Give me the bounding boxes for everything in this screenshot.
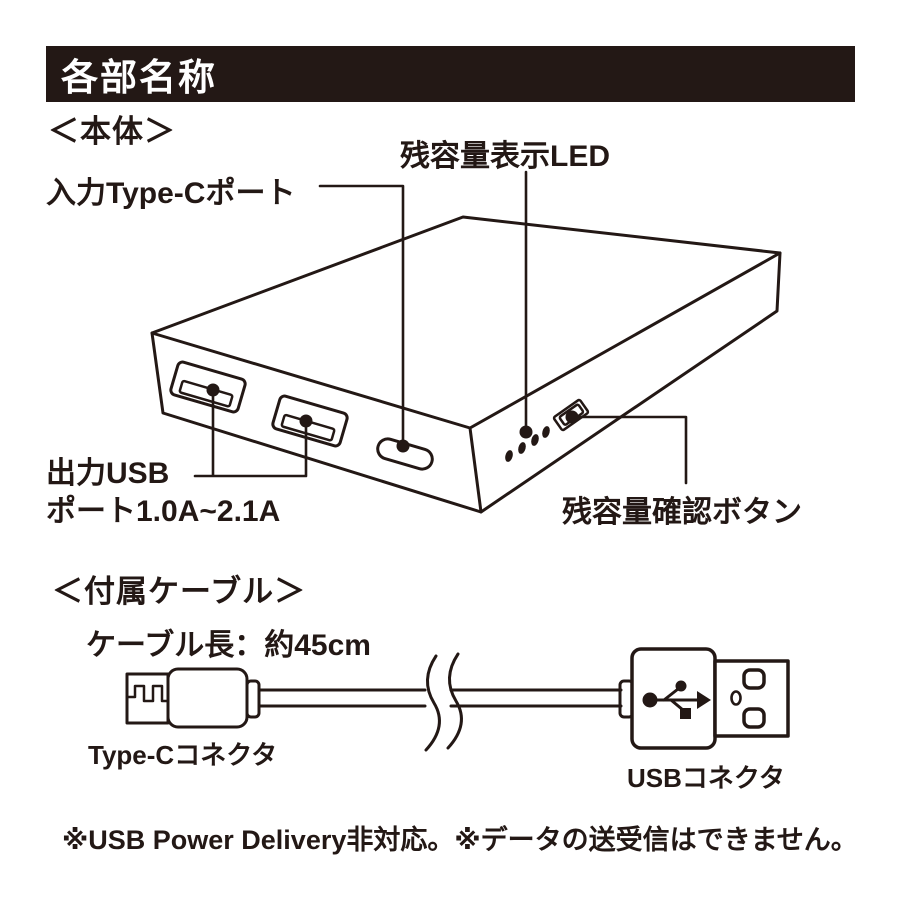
typec-connector-body	[166, 667, 249, 729]
typec-connector	[125, 667, 261, 729]
cable-line	[257, 652, 623, 752]
device-section-heading: ＜本体＞	[48, 114, 176, 149]
usb-plug-hole-top	[742, 668, 766, 690]
device-inner-edges	[150, 251, 782, 514]
usb-plug-pin	[730, 690, 742, 706]
footnote: ※USB Power Delivery非対応。※データの送受信はできません。	[62, 825, 858, 855]
label-input-typec-port: 入力Type-Cポート	[46, 177, 296, 210]
label-check-button: 残容量確認ボタン	[562, 496, 802, 529]
cable-illustration	[125, 647, 790, 752]
usb-plug-hole-bottom	[742, 707, 766, 729]
label-battery-led: 残容量表示LED	[400, 140, 610, 173]
label-cable-length: ケーブル長：約45cm	[86, 629, 371, 662]
led-dots	[505, 426, 550, 462]
device-outline	[150, 215, 782, 514]
leader-input-typec	[318, 184, 410, 453]
page-title: 各部名称	[61, 57, 217, 98]
leader-check-button	[565, 410, 688, 485]
label-usb-connector: USBコネクタ	[627, 763, 785, 793]
label-output-usb-line1: 出力USB	[46, 457, 170, 490]
label-output-usb-line2: ポート1.0A~2.1A	[46, 495, 281, 528]
usb-connector	[618, 647, 790, 750]
label-typec-connector: Type-Cコネクタ	[88, 740, 278, 770]
typec-connector-stub	[245, 679, 261, 719]
section-title-bar: 各部名称	[46, 46, 855, 102]
cable-break-mark	[424, 652, 463, 752]
leader-lines	[193, 170, 688, 485]
usb-plug	[713, 659, 790, 738]
leader-output-usb	[193, 383, 313, 478]
leader-led	[519, 170, 533, 439]
cable-section-heading: ＜付属ケーブル＞	[52, 574, 307, 609]
usb-trident-icon	[642, 680, 711, 719]
typec-connector-pins	[125, 684, 170, 703]
